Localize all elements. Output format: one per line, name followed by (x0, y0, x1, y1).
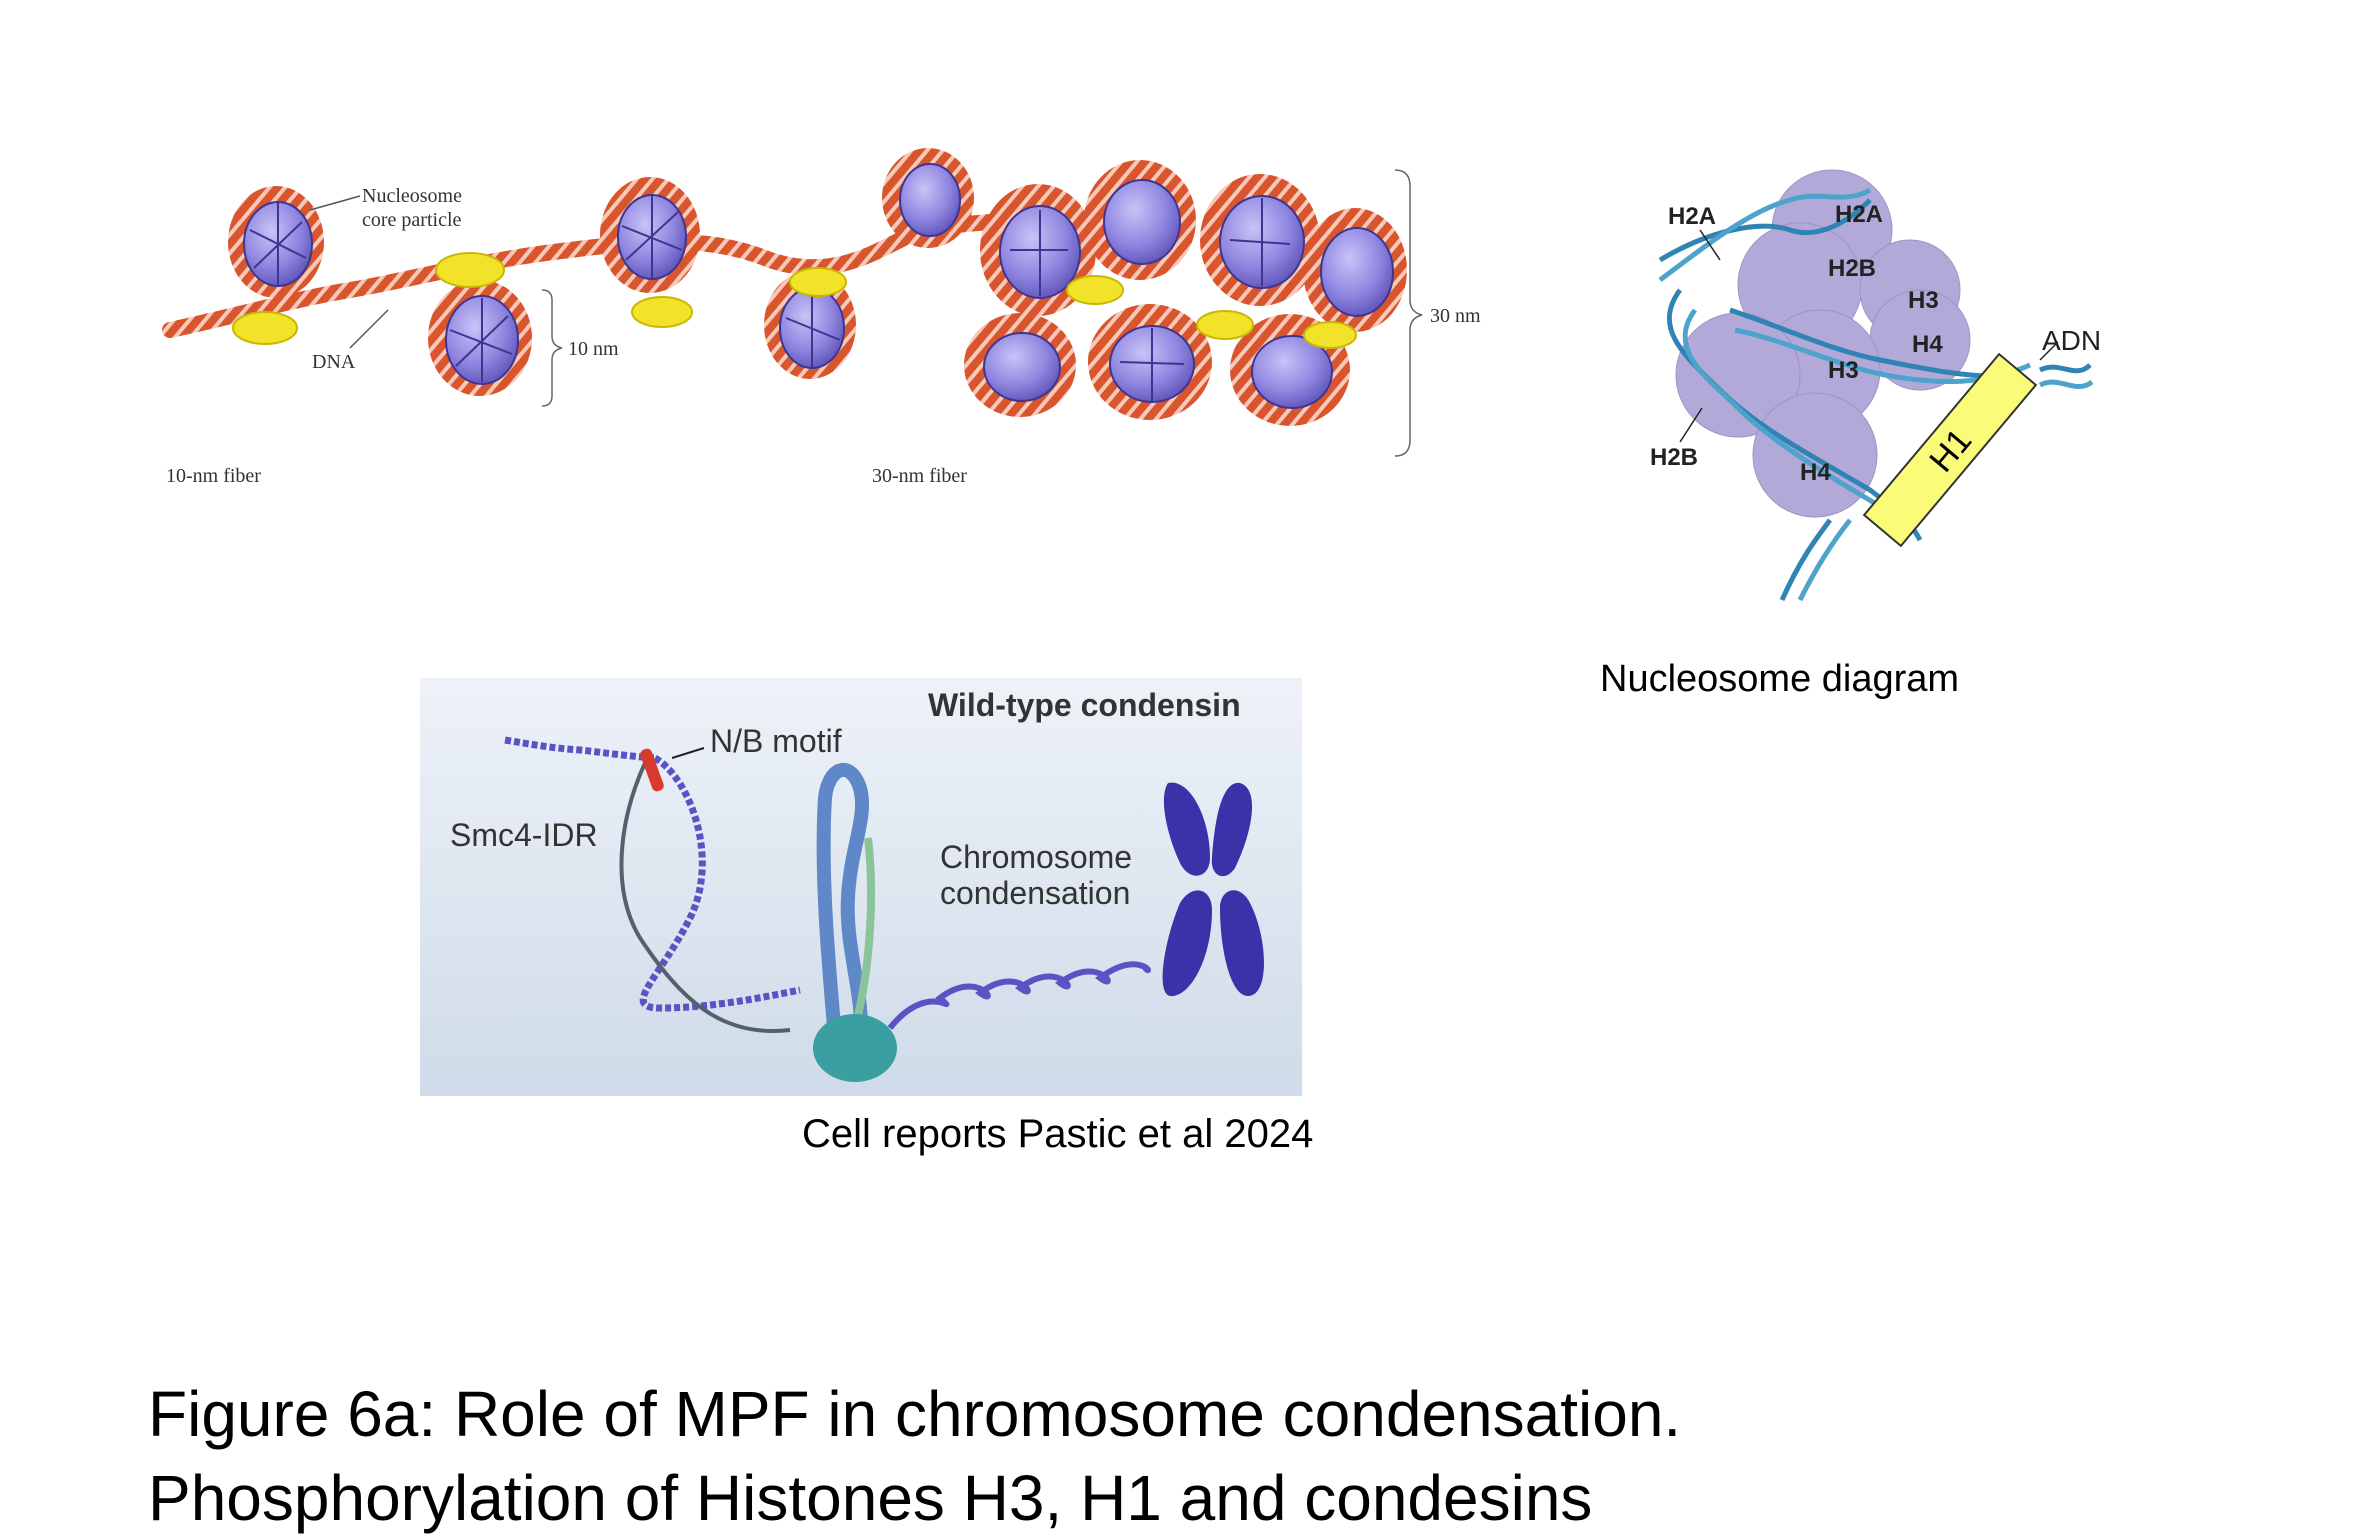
condensation-label-1: Chromosome (940, 839, 1132, 875)
label-core-particle-1: Nucleosome (362, 185, 462, 207)
label-30nm-fiber: 30-nm fiber (872, 465, 967, 487)
condensation-label-2: condensation (940, 875, 1130, 911)
adn-label: ADN (2042, 325, 2101, 356)
histone-h2b-left: H2B (1650, 444, 1698, 471)
histone-h3-right: H3 (1908, 287, 1939, 314)
chromosome (1162, 782, 1264, 997)
smc4-idr-tether (619, 762, 791, 1033)
histone-octamer (1675, 169, 1971, 518)
dna-coil (887, 961, 1151, 1030)
figure-caption-line2: Phosphorylation of Histones H3, H1 and c… (148, 1462, 1593, 1534)
nucleosome-1 (228, 186, 324, 298)
histone-h4-right: H4 (1912, 331, 1943, 358)
condensin-caption: Cell reports Pastic et al 2024 (802, 1112, 1314, 1156)
histone-h2a-left: H2A (1668, 203, 1716, 230)
label-10nm-fiber: 10-nm fiber (166, 465, 261, 487)
condensin-head (813, 1014, 897, 1082)
linker-histone-1 (232, 311, 298, 345)
linker-histone-3 (631, 296, 693, 328)
condensin-diagram: Wild-type condensin N/B motif Smc4-IDR C… (420, 678, 1302, 1096)
label-10nm: 10 nm (568, 338, 619, 360)
linker-histone-4 (789, 267, 847, 297)
smc4-idr-label: Smc4-IDR (450, 817, 598, 853)
condensin-arm-blue (816, 762, 870, 1039)
condensin-title: Wild-type condensin (928, 687, 1241, 723)
histone-h3-center: H3 (1828, 357, 1859, 384)
nucleosome-diagram: H1 H2A H2A H2B H3 H4 H3 H2B H4 ADN (1620, 160, 2120, 620)
label-30nm: 30 nm (1430, 305, 1481, 327)
figure-caption-line1: Figure 6a: Role of MPF in chromosome con… (148, 1378, 1682, 1450)
label-dna: DNA (312, 351, 356, 373)
nb-motif (640, 748, 664, 792)
nb-motif-label: N/B motif (710, 723, 842, 759)
histone-h4-bottom: H4 (1800, 459, 1831, 486)
linker-histone-2 (435, 252, 505, 288)
nucleosome-2 (428, 280, 532, 396)
nucleosome-3 (600, 177, 700, 293)
fiber-30nm-cluster (882, 148, 1407, 426)
nucleosome-caption: Nucleosome diagram (1600, 658, 1960, 700)
histone-h2b-top: H2B (1828, 255, 1876, 282)
label-core-particle-2: core particle (362, 209, 461, 231)
chromatin-fiber-diagram: Nucleosome core particle DNA 10 nm 30 nm… (150, 140, 1530, 500)
figure-caption: Figure 6a: Role of MPF in chromosome con… (148, 1372, 1681, 1540)
dna-loop (639, 754, 801, 1012)
nucleosome-4 (764, 271, 856, 379)
histone-h2a-top: H2A (1835, 201, 1883, 228)
dna-strand-top (504, 736, 656, 762)
